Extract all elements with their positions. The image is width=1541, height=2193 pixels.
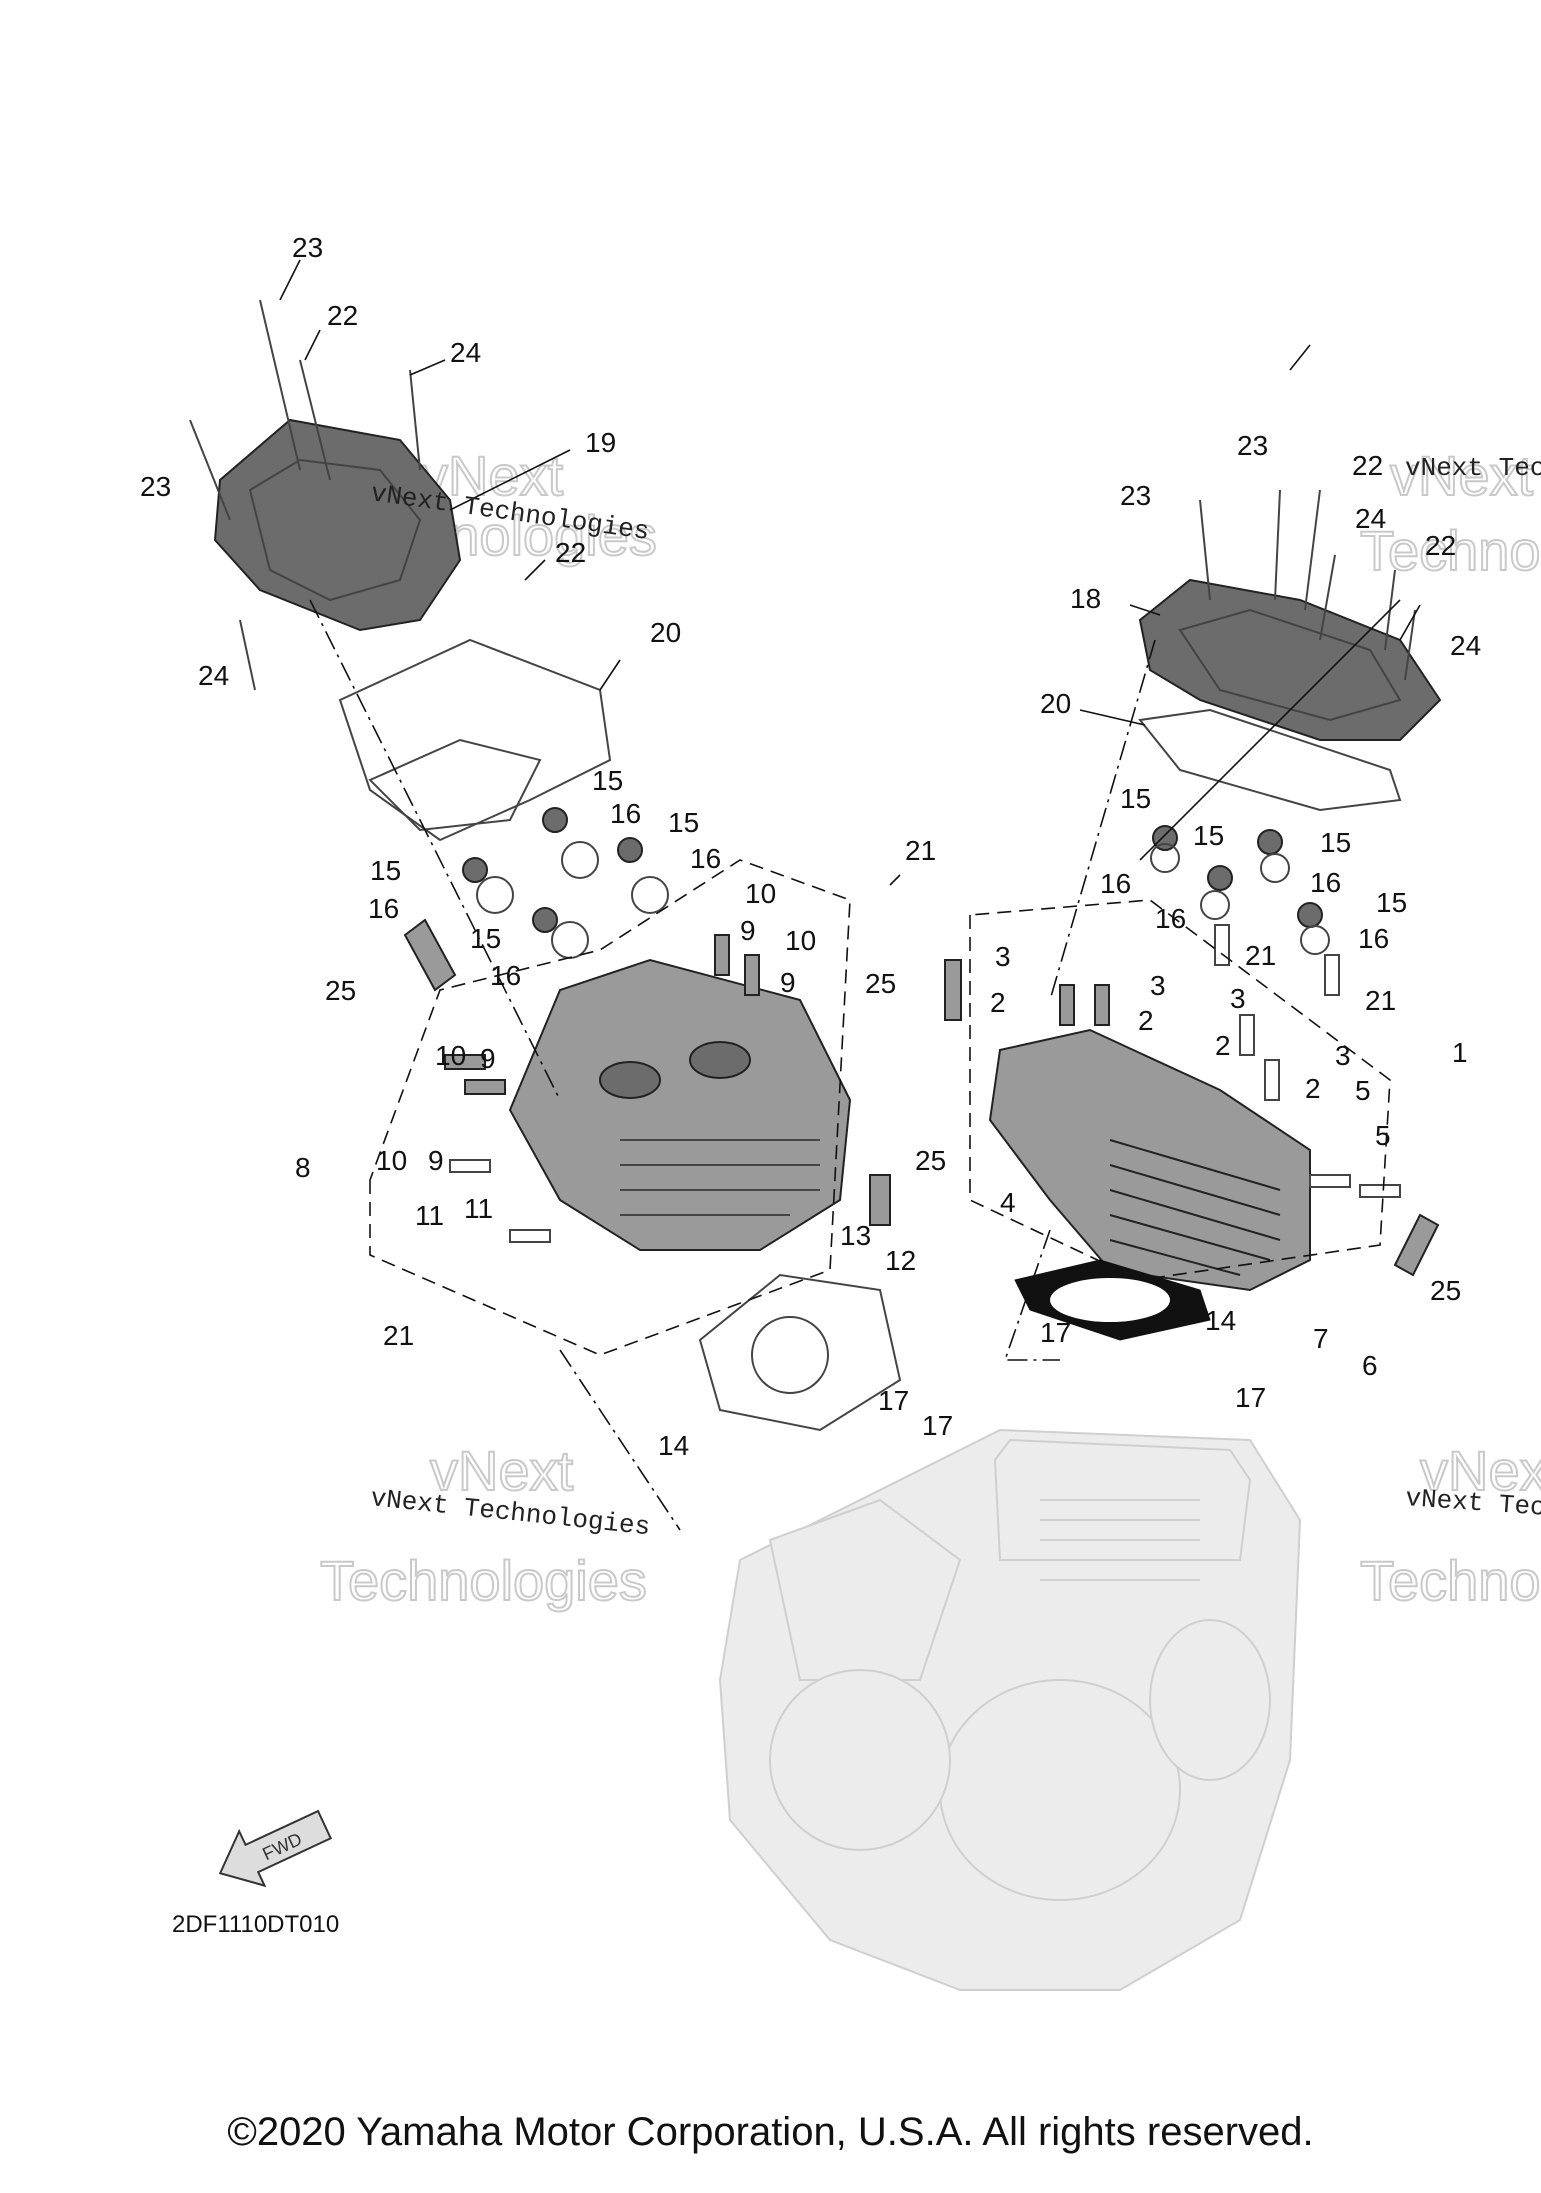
callout-13: 13 xyxy=(840,1220,871,1251)
callout-16: 16 xyxy=(610,798,641,829)
callout-24: 24 xyxy=(198,660,229,691)
callout-17: 17 xyxy=(922,1410,953,1441)
callout-9: 9 xyxy=(480,1043,496,1074)
callout-16: 16 xyxy=(1358,923,1389,954)
callout-23: 23 xyxy=(1237,430,1268,461)
front-rocker-cover xyxy=(213,418,462,632)
engine-block-ghost xyxy=(718,1428,1302,1991)
watermark-brand-2: Technologies xyxy=(320,1549,647,1612)
callout-11: 11 xyxy=(464,1193,493,1224)
callout-8: 8 xyxy=(295,1152,311,1183)
callout-10: 10 xyxy=(745,878,776,909)
callout-9: 9 xyxy=(780,967,796,998)
diagram-code: 2DF1110DT010 xyxy=(172,1911,339,1938)
callout-4: 4 xyxy=(1000,1187,1016,1218)
callout-25: 25 xyxy=(915,1145,946,1176)
callout-9: 9 xyxy=(428,1145,444,1176)
callout-16: 16 xyxy=(368,893,399,924)
watermark-brand: vNext xyxy=(1420,1439,1541,1502)
callout-10: 10 xyxy=(376,1145,407,1176)
callout-9: 9 xyxy=(740,915,756,946)
callout-15: 15 xyxy=(1376,887,1407,918)
callout-10: 10 xyxy=(435,1040,466,1071)
callout-2: 2 xyxy=(990,987,1006,1018)
leader-lines xyxy=(279,259,1421,886)
callout-6: 6 xyxy=(1362,1350,1378,1381)
callout-16: 16 xyxy=(1310,867,1341,898)
callout-18: 18 xyxy=(1070,583,1101,614)
callout-14: 14 xyxy=(658,1430,689,1461)
callout-20: 20 xyxy=(650,617,681,648)
watermark-brand-2: Technologies xyxy=(1360,1549,1541,1612)
callout-3: 3 xyxy=(995,941,1011,972)
callout-21: 21 xyxy=(383,1320,414,1351)
copyright-notice: ©2020 Yamaha Motor Corporation, U.S.A. A… xyxy=(227,2110,1314,2154)
callout-15: 15 xyxy=(470,923,501,954)
rear-rocker-gasket xyxy=(1138,708,1402,812)
callout-21: 21 xyxy=(1245,940,1276,971)
fwd-indicator: FWD xyxy=(218,1809,333,1888)
callout-17: 17 xyxy=(1040,1317,1071,1348)
rear-cylinder-assembly xyxy=(944,489,1442,1361)
watermark-big: vNext Technologies vNext Technologies vN… xyxy=(319,443,1541,1613)
callout-10: 10 xyxy=(785,925,816,956)
callout-2: 2 xyxy=(1215,1030,1231,1061)
callout-16: 16 xyxy=(1155,903,1186,934)
callout-15: 15 xyxy=(1193,820,1224,851)
callout-16: 16 xyxy=(690,843,721,874)
callout-14: 14 xyxy=(1205,1305,1236,1336)
callout-17: 17 xyxy=(1235,1382,1266,1413)
callout-20: 20 xyxy=(1040,688,1071,719)
callout-5: 5 xyxy=(1355,1075,1371,1106)
callout-2: 2 xyxy=(1305,1073,1321,1104)
callout-12: 12 xyxy=(885,1245,916,1276)
callout-22: 22 xyxy=(555,537,586,568)
callout-15: 15 xyxy=(592,765,623,796)
callout-25: 25 xyxy=(1430,1275,1461,1306)
watermark-brand: vNext xyxy=(1390,444,1534,507)
callout-22: 22 xyxy=(1425,530,1456,561)
callout-2: 2 xyxy=(1138,1005,1154,1036)
callout-24: 24 xyxy=(1355,503,1386,534)
callout-15: 15 xyxy=(1320,827,1351,858)
callout-15: 15 xyxy=(668,807,699,838)
callout-15: 15 xyxy=(1120,783,1151,814)
callout-21: 21 xyxy=(1365,985,1396,1016)
watermark-company: vNext Technologies xyxy=(1404,1483,1541,1533)
callout-labels: 23 22 24 23 19 22 24 20 15 16 15 15 16 1… xyxy=(140,232,1481,1461)
callout-23: 23 xyxy=(1120,480,1151,511)
callout-15: 15 xyxy=(370,855,401,886)
watermark-company: vNext Technologies xyxy=(1405,453,1541,483)
callout-3: 3 xyxy=(1150,970,1166,1001)
callout-5: 5 xyxy=(1375,1120,1391,1151)
front-cylinder-assembly xyxy=(189,299,902,1531)
callout-16: 16 xyxy=(490,960,521,991)
callout-25: 25 xyxy=(865,968,896,999)
callout-3: 3 xyxy=(1335,1040,1351,1071)
front-rocker-gasket xyxy=(338,638,612,842)
callout-23: 23 xyxy=(140,471,171,502)
callout-22: 22 xyxy=(1352,450,1383,481)
callout-24: 24 xyxy=(450,337,481,368)
watermark-brand-2: Technologies xyxy=(1360,519,1541,582)
fwd-arrow-icon xyxy=(218,1809,333,1888)
callout-24: 24 xyxy=(1450,630,1481,661)
callout-7: 7 xyxy=(1313,1323,1329,1354)
callout-3: 3 xyxy=(1230,983,1246,1014)
callout-22: 22 xyxy=(327,300,358,331)
callout-16: 16 xyxy=(1100,868,1131,899)
callout-11: 11 xyxy=(415,1200,444,1231)
callout-23: 23 xyxy=(292,232,323,263)
callout-1: 1 xyxy=(1452,1037,1468,1068)
front-cylinder-head xyxy=(508,958,852,1251)
watermark-brand: vNext xyxy=(430,1439,574,1502)
callout-25: 25 xyxy=(325,975,356,1006)
callout-19: 19 xyxy=(585,427,616,458)
front-head-gasket xyxy=(698,1273,902,1432)
callout-21: 21 xyxy=(905,835,936,866)
callout-17: 17 xyxy=(878,1385,909,1416)
